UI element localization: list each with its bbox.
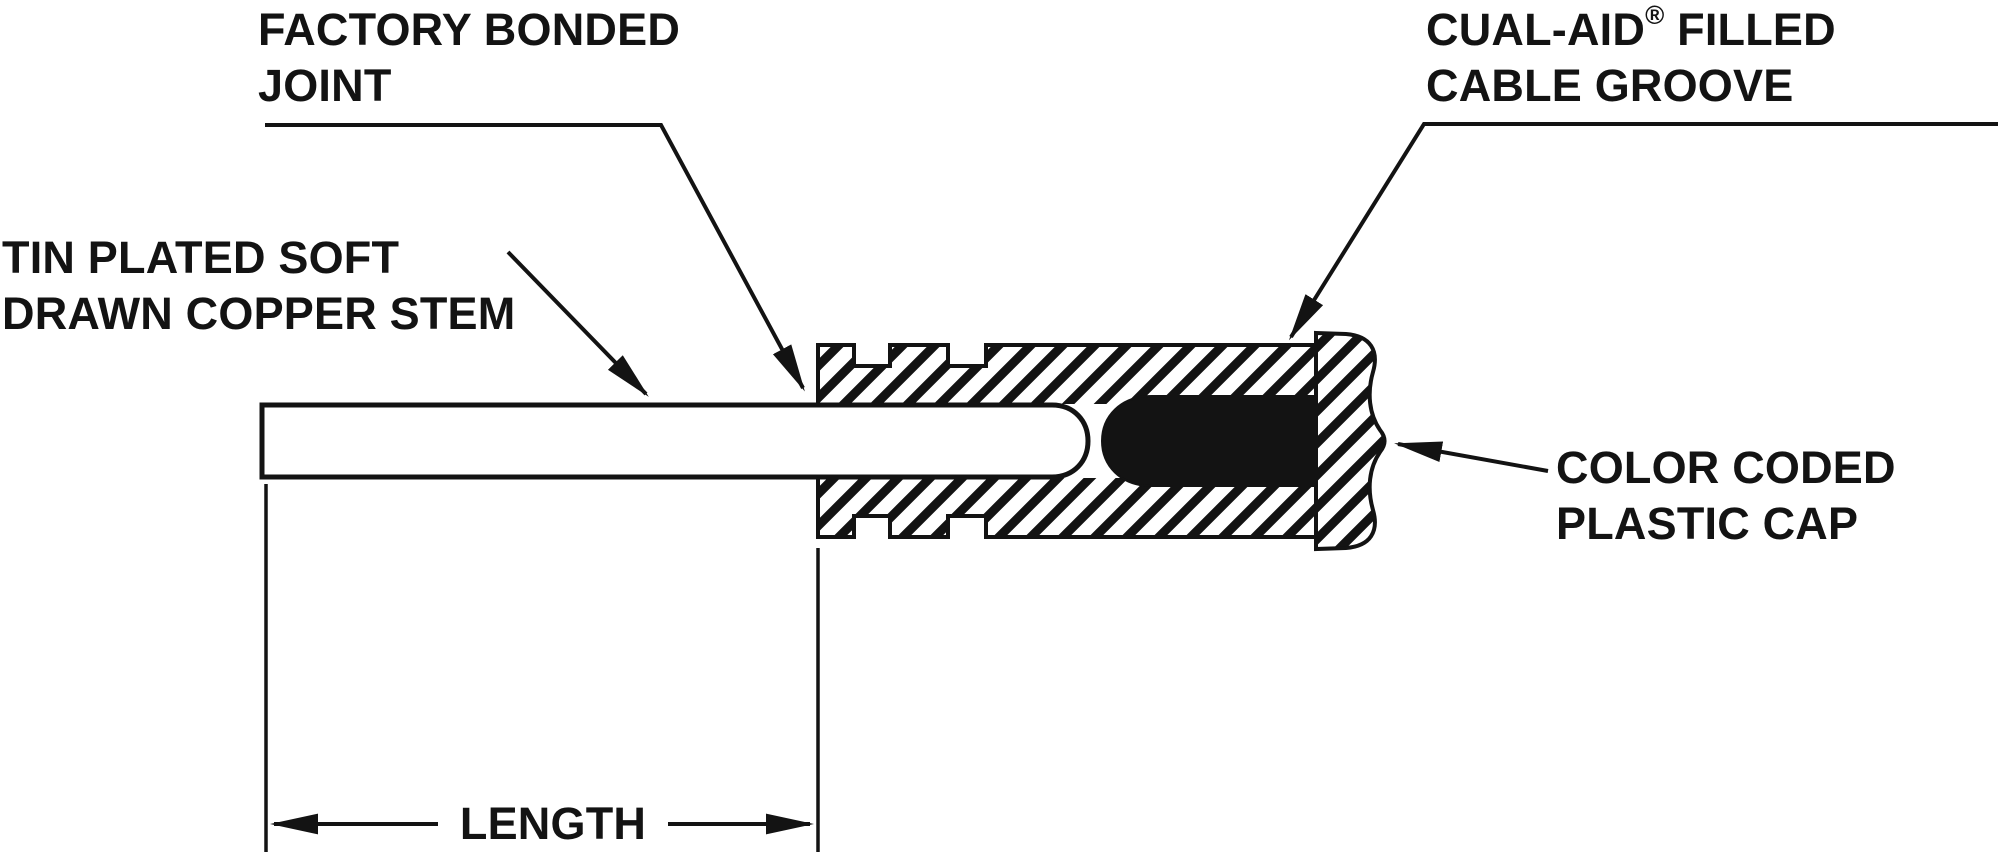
label-cable-groove-line2: CABLE GROOVE bbox=[1426, 60, 1794, 111]
label-plastic-cap: COLOR CODED PLASTIC CAP bbox=[1556, 440, 1896, 552]
leader-line-cable-groove bbox=[1288, 122, 1998, 341]
plastic-cap-shape bbox=[1314, 330, 1387, 552]
copper-stem-shape bbox=[259, 402, 1091, 480]
label-length-text: LENGTH bbox=[459, 798, 647, 849]
label-length-dimension: LENGTH bbox=[443, 796, 663, 852]
leader-line-factory-bonded-joint bbox=[265, 123, 805, 392]
label-copper-stem: TIN PLATED SOFT DRAWN COPPER STEM bbox=[2, 230, 515, 342]
registered-trademark-mark: ® bbox=[1645, 0, 1665, 30]
label-plastic-cap-line1: COLOR CODED bbox=[1556, 442, 1896, 493]
label-factory-bonded-joint-line1: FACTORY BONDED bbox=[258, 4, 681, 55]
label-cable-groove-line1: CUAL-AID® FILLED bbox=[1426, 2, 1836, 58]
cable-groove-fill bbox=[1100, 395, 1331, 487]
label-copper-stem-line2: DRAWN COPPER STEM bbox=[2, 288, 516, 339]
leader-line-plastic-cap bbox=[1394, 441, 1549, 473]
label-factory-bonded-joint: FACTORY BONDED JOINT bbox=[258, 2, 680, 114]
label-factory-bonded-joint-line2: JOINT bbox=[258, 60, 392, 111]
label-cable-groove-brand: CUAL-AID bbox=[1426, 4, 1646, 55]
label-cable-groove: CUAL-AID® FILLED CABLE GROOVE bbox=[1426, 2, 1836, 114]
label-copper-stem-line1: TIN PLATED SOFT bbox=[2, 232, 400, 283]
leader-line-copper-stem bbox=[506, 250, 649, 397]
label-cable-groove-line1-rest: FILLED bbox=[1664, 4, 1836, 55]
label-plastic-cap-line2: PLASTIC CAP bbox=[1556, 498, 1859, 549]
